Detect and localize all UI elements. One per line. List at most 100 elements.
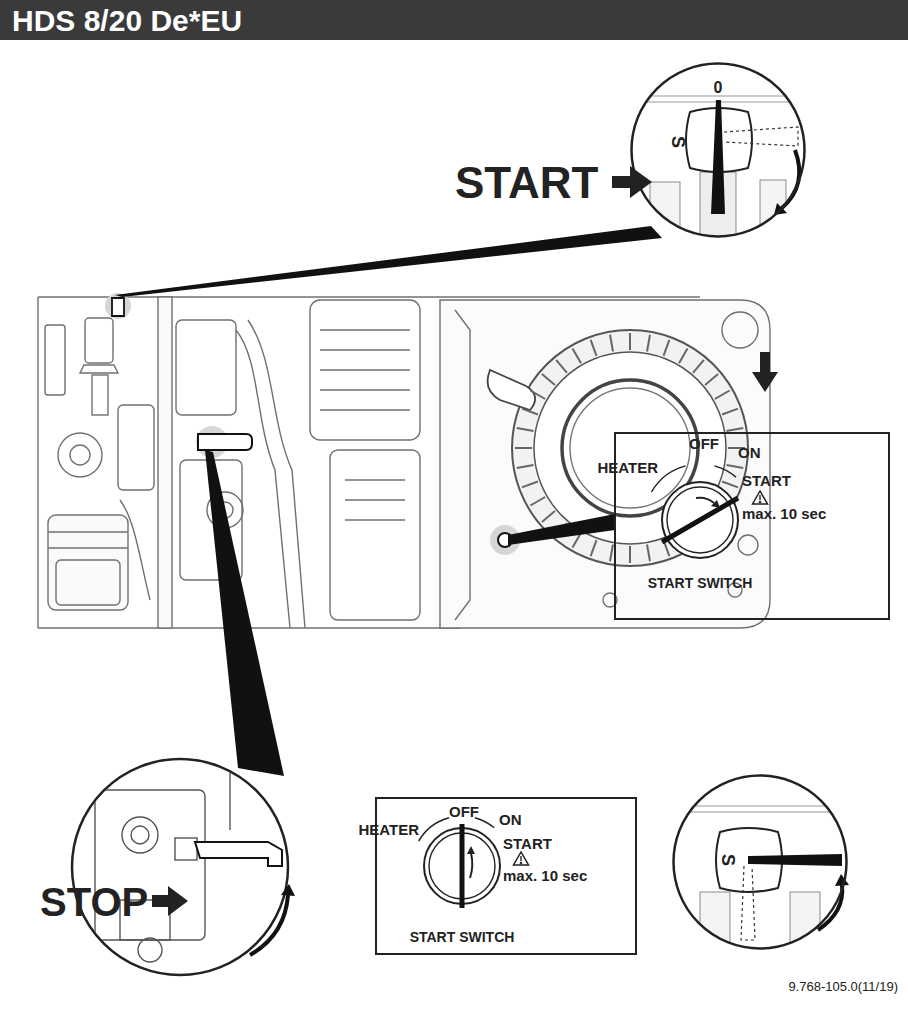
start-switch-knob — [475, 818, 494, 828]
engine-illustration — [38, 297, 770, 628]
part-highlight — [105, 293, 131, 319]
turn-arrow — [281, 884, 295, 896]
switch-position: START — [503, 836, 552, 851]
part-highlight — [105, 293, 520, 555]
title-band — [0, 0, 908, 40]
leader-line — [205, 450, 284, 776]
start-switch-knob — [759, 495, 760, 500]
lever-detail-start — [650, 182, 680, 242]
sequence-arrow — [752, 352, 778, 392]
stop-lever — [198, 434, 252, 450]
switch-name: START SWITCH — [648, 576, 753, 590]
lever-detail-circle: S — [672, 774, 848, 950]
flywheel-ribs — [610, 335, 613, 352]
engine-illustration — [48, 547, 128, 548]
start-switch-knob — [753, 491, 768, 504]
engine-illustration — [345, 480, 405, 520]
lever-detail-stop — [741, 866, 755, 940]
engine-illustration — [85, 318, 113, 363]
stop-lever-detail — [195, 842, 282, 866]
start-switch-knob — [460, 824, 465, 908]
circle-outline — [632, 64, 805, 237]
flywheel-ribs — [542, 511, 555, 522]
flywheel-ribs — [573, 348, 582, 363]
engine-illustration — [330, 450, 420, 620]
warning-note: max. 10 sec — [742, 506, 826, 521]
switch-position: HEATER — [597, 460, 658, 475]
flywheel-ribs — [542, 374, 555, 385]
flywheel-ribs — [693, 360, 704, 373]
engine-illustration — [120, 500, 150, 600]
engine-illustration — [48, 531, 128, 532]
lever-detail-start — [632, 96, 806, 247]
switch-position: ON — [499, 812, 522, 827]
lever-detail-start — [760, 180, 786, 240]
flywheel-ribs — [664, 340, 670, 356]
engine-illustration — [48, 515, 128, 610]
flywheel-ribs — [530, 497, 545, 506]
engine-illustration — [118, 405, 154, 490]
leader-line — [115, 226, 662, 297]
block-arrow — [612, 166, 652, 198]
start-switch-knob — [759, 501, 761, 503]
block-arrow — [152, 886, 188, 916]
flywheel-ribs — [727, 465, 744, 468]
start-switch-panel: OFFHEATERONSTARTmax. 10 secSTART SWITCH — [614, 432, 890, 620]
engine-illustration — [158, 297, 172, 628]
engine-illustration — [92, 375, 108, 415]
lever-detail-stop — [672, 806, 848, 952]
engine-illustration — [38, 296, 700, 297]
engine-illustration — [440, 300, 770, 628]
flywheel-ribs — [679, 348, 688, 363]
start-switch-knob — [520, 856, 521, 861]
engine-illustration — [37, 297, 38, 628]
flywheel-ribs — [522, 482, 538, 488]
start-switch-knob — [520, 862, 522, 864]
start-switch-knob — [467, 846, 475, 854]
engine-illustration — [488, 370, 536, 410]
start-switch-knob — [715, 466, 737, 477]
engine-illustration — [248, 320, 305, 628]
flywheel-ribs — [715, 391, 730, 400]
lever-detail-stop — [700, 892, 730, 952]
lever-detail-start — [711, 100, 725, 214]
stop-lever-detail — [131, 826, 149, 844]
detail-background — [631, 63, 805, 237]
start-switch-knob — [470, 853, 472, 878]
start-switch-knob — [662, 498, 738, 542]
engine-illustration — [80, 365, 118, 373]
flywheel-ribs — [727, 428, 744, 431]
engine-illustration — [45, 325, 65, 395]
lever-position-mark: S — [669, 136, 687, 148]
step-label: START — [455, 161, 598, 205]
flywheel-ribs — [591, 340, 597, 356]
switch-position: START — [742, 473, 791, 488]
engine-illustration — [56, 560, 120, 605]
turn-arrow — [835, 874, 849, 886]
switch-position: HEATER — [358, 822, 419, 837]
stop-lever-detail — [229, 770, 230, 830]
warning-note: max. 10 sec — [503, 868, 587, 883]
circle-outline — [672, 774, 848, 950]
flywheel-ribs — [629, 333, 631, 350]
fuel-lever — [112, 298, 124, 316]
start-switch-knob — [514, 852, 529, 865]
circle-outline — [674, 776, 847, 949]
flywheel-ribs — [722, 409, 738, 415]
engine-illustration — [570, 388, 690, 508]
flywheel-ribs — [517, 465, 534, 468]
engine-illustration — [58, 433, 102, 477]
engine-illustration — [310, 300, 420, 440]
engine-illustration — [722, 312, 758, 348]
flywheel-ribs — [515, 447, 532, 449]
engine-illustration — [320, 330, 410, 410]
lever-detail-stop — [790, 892, 820, 952]
switch-position: ON — [738, 445, 761, 460]
flywheel-ribs — [722, 482, 738, 488]
lever-position-mark: S — [719, 854, 737, 866]
engine-illustration — [738, 535, 758, 555]
engine-illustration — [455, 310, 470, 620]
flywheel-ribs — [522, 409, 538, 415]
lever-detail-stop — [672, 806, 848, 812]
